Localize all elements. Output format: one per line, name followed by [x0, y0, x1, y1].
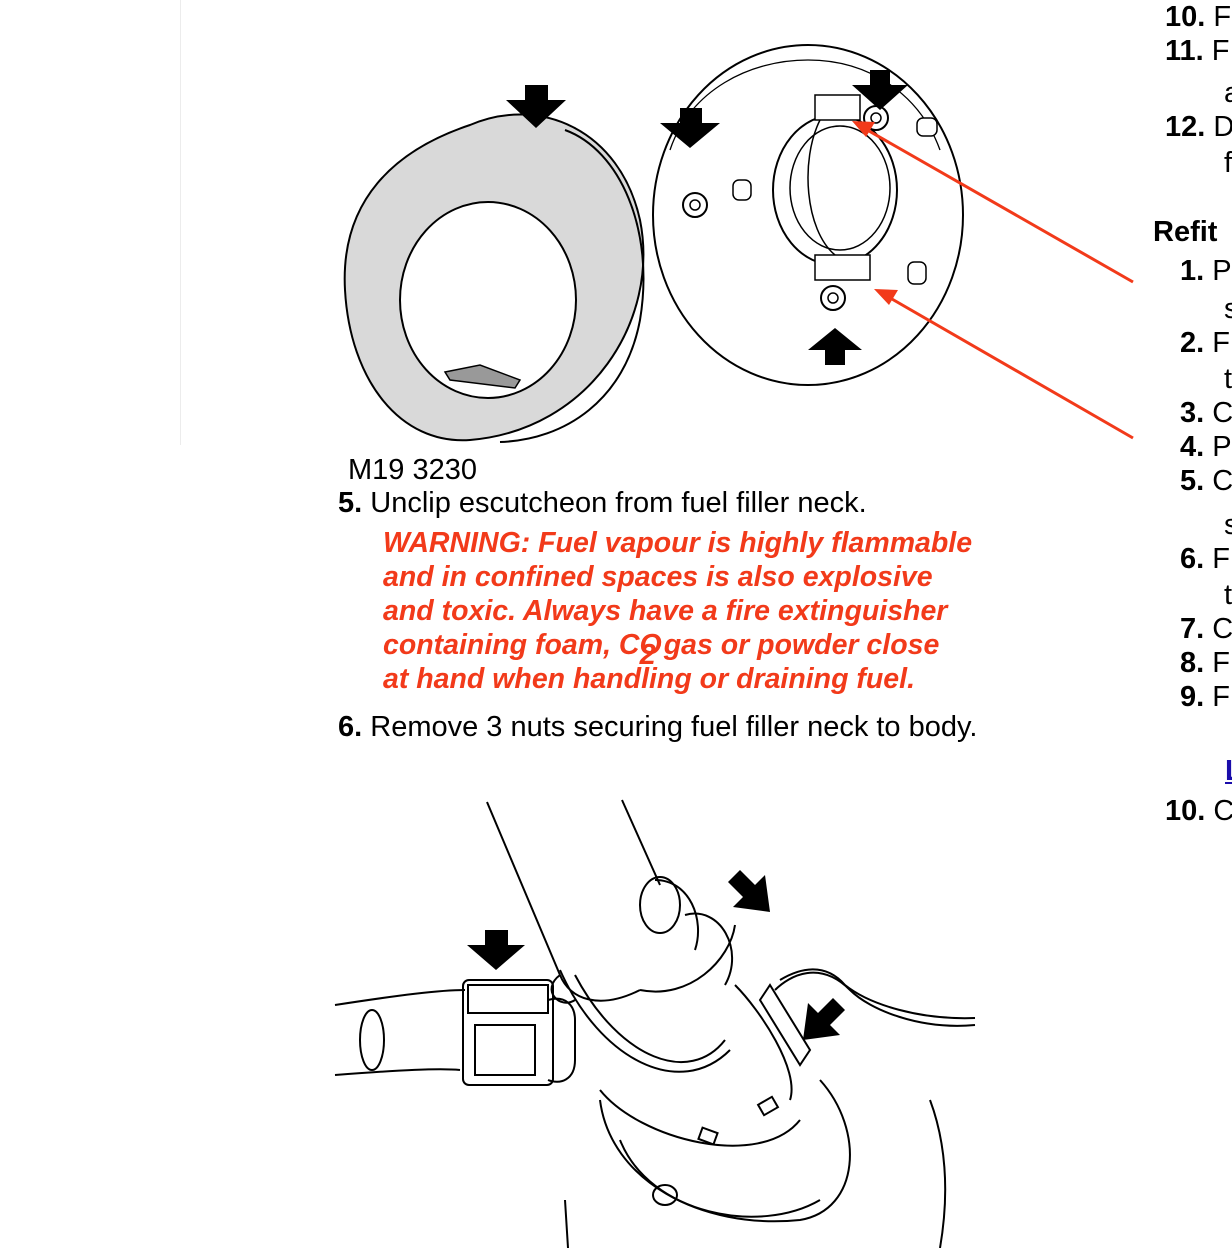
list-item: 3. C [1180, 397, 1232, 429]
section-heading-refit: Refit [1153, 216, 1218, 248]
diagonal-arrow-icon [728, 870, 770, 912]
list-item: 12. D [1165, 111, 1232, 143]
list-item: 11. F [1165, 35, 1230, 67]
list-item-continuation: t [1224, 579, 1232, 611]
warning-subscript: 2 [639, 639, 656, 671]
escutcheon-ring-illustration [343, 113, 645, 443]
warning-line: WARNING: Fuel vapour is highly flammable [383, 527, 973, 559]
list-item: 4. P [1180, 431, 1232, 463]
step-5: 5. Unclip escutcheon from fuel filler ne… [338, 486, 867, 520]
step-text: Unclip escutcheon from fuel filler neck. [370, 487, 867, 519]
warning-line: containing foam, CO2 gas or powder close [383, 628, 1073, 671]
warning-line: and toxic. Always have a fire extinguish… [383, 595, 948, 627]
filler-neck-illustration [334, 799, 976, 1248]
warning-text: gas or powder close [655, 629, 940, 661]
list-item: 5. C [1180, 465, 1232, 497]
down-arrow-icon [467, 930, 525, 970]
list-item: 2. F [1180, 327, 1230, 359]
list-item-continuation: s [1224, 509, 1232, 541]
list-item-continuation: t [1224, 363, 1232, 395]
down-arrow-icon [660, 108, 720, 148]
reference-link[interactable]: L [1225, 755, 1232, 788]
escutcheon-diagram [343, 44, 1134, 443]
list-item: 6. F [1180, 543, 1230, 575]
column-divider [180, 0, 181, 445]
list-item-continuation: f [1224, 147, 1232, 179]
list-item: 8. F [1180, 647, 1230, 679]
list-item: 7. C [1180, 613, 1232, 645]
list-item: 10. F [1165, 1, 1232, 33]
step-number: 6. [338, 711, 363, 743]
down-arrow-icon [506, 85, 566, 128]
figure-caption: M19 3230 [348, 454, 477, 486]
list-item-continuation: s [1224, 293, 1232, 325]
step-6: 6. Remove 3 nuts securing fuel filler ne… [338, 710, 977, 744]
down-arrow-icon [852, 70, 908, 110]
up-arrow-icon [808, 328, 862, 365]
annotation-arrows [852, 121, 1134, 440]
step-text: Remove 3 nuts securing fuel filler neck … [370, 711, 978, 743]
filler-neck-diagram [334, 799, 976, 1248]
step-number: 5. [338, 487, 363, 519]
right-column: 10. F 11. F a 12. D f Refit 1. P s 2. F … [1150, 0, 1232, 1248]
diagonal-arrow-icon [803, 998, 845, 1040]
list-item: 10. C [1165, 795, 1232, 827]
list-item: 9. F [1180, 681, 1230, 713]
fuel-warning: WARNING: Fuel vapour is highly flammable… [383, 526, 1073, 696]
warning-line: at hand when handling or draining fuel. [383, 663, 915, 695]
filler-flange-illustration [652, 44, 964, 386]
warning-text: containing foam, CO [383, 629, 662, 661]
list-item-continuation: a [1224, 76, 1232, 110]
warning-line: and in confined spaces is also explosive [383, 561, 933, 593]
list-item: 1. P [1180, 255, 1232, 287]
